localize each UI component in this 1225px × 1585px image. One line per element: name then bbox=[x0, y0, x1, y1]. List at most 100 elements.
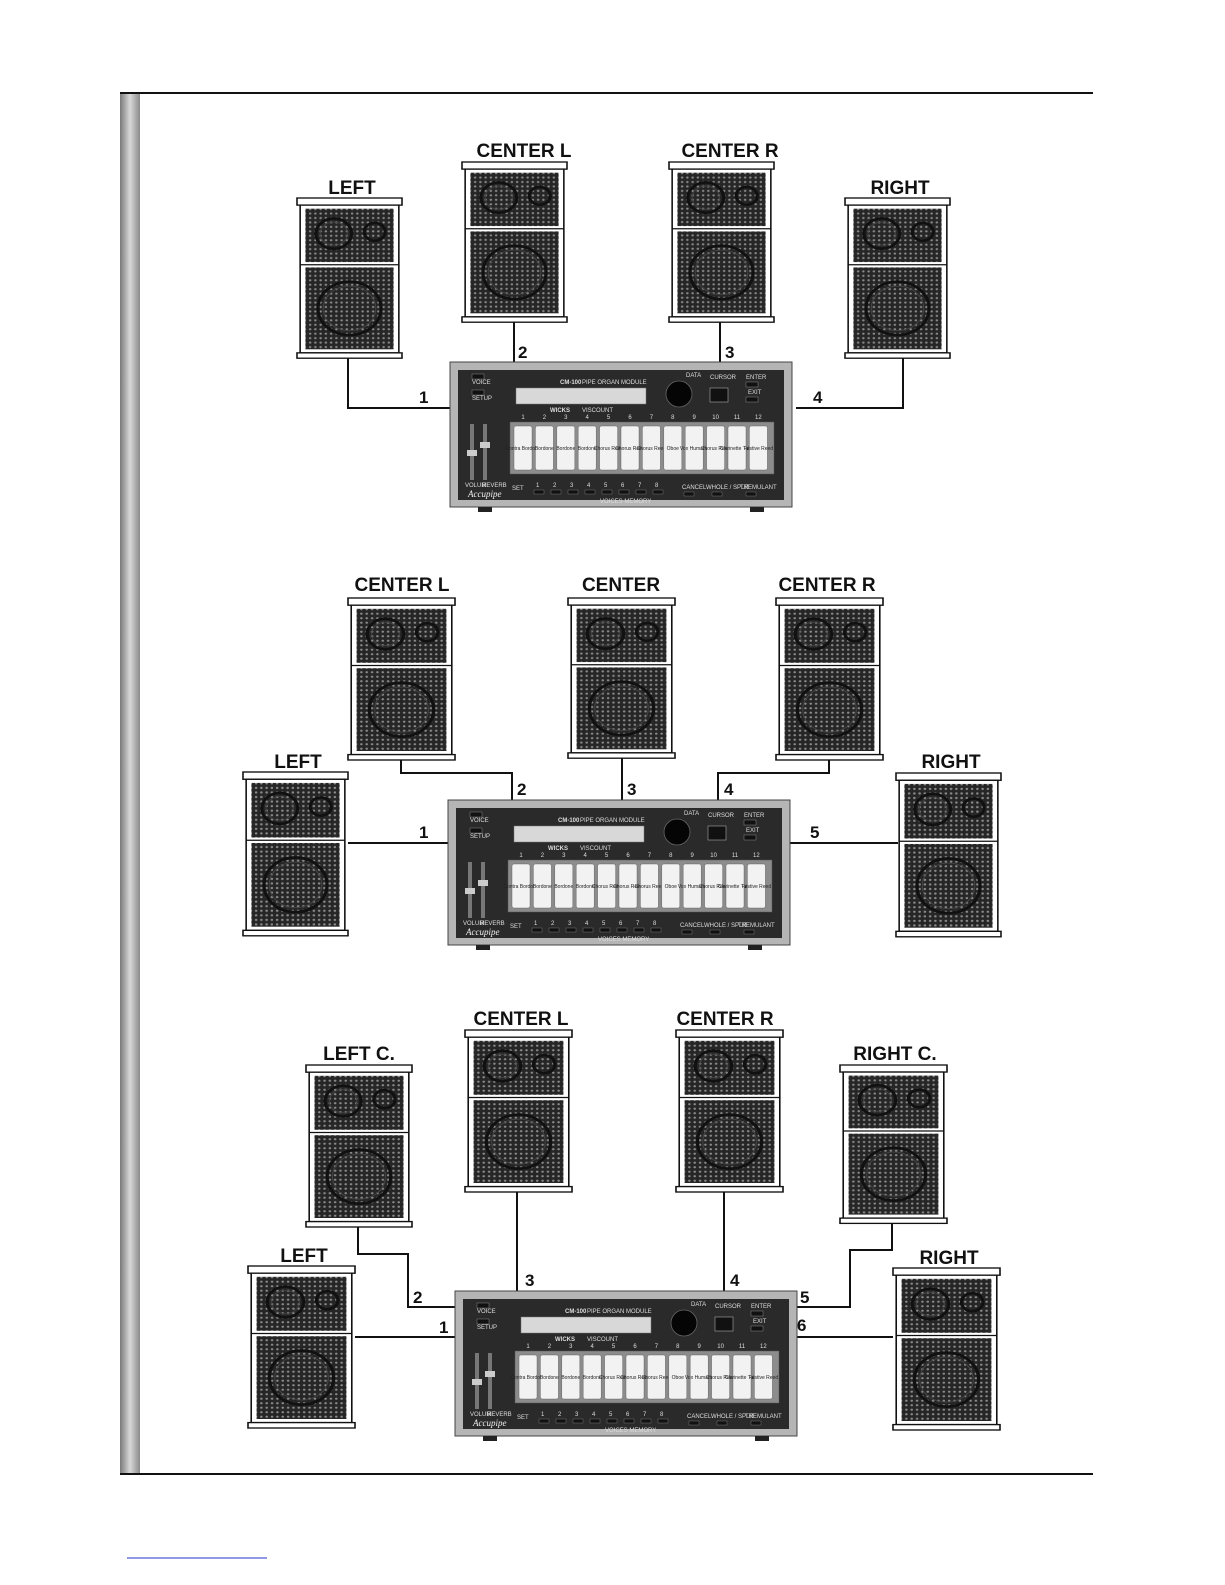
stop-tab-label: Clarinette Tuba bbox=[718, 884, 752, 890]
channel-number: 2 bbox=[518, 343, 527, 362]
whole-split-label: WHOLE / SPLIT bbox=[706, 485, 750, 491]
stop-tab bbox=[575, 863, 595, 909]
stop-tab bbox=[540, 1354, 559, 1400]
speaker-cabinet bbox=[566, 596, 677, 760]
reverb-knob bbox=[485, 1371, 495, 1377]
stop-tab-label: Bordone bbox=[535, 446, 554, 452]
memory-number: 4 bbox=[585, 921, 589, 927]
memory-number: 6 bbox=[626, 1412, 630, 1418]
stop-tab bbox=[625, 1354, 645, 1400]
memory-label: VOICES MEMORY bbox=[598, 937, 649, 943]
memory-button bbox=[650, 927, 662, 933]
stop-tab-label: Chorus Reed bbox=[599, 1375, 629, 1381]
speaker-cabinet bbox=[241, 770, 350, 938]
wire-1 bbox=[347, 358, 455, 409]
model-subtitle: PIPE ORGAN MODULE bbox=[580, 818, 645, 824]
memory-button bbox=[565, 927, 577, 933]
volume-label: VOLUME bbox=[470, 1412, 495, 1418]
voice-button bbox=[469, 811, 483, 818]
tab-number: 1 bbox=[526, 1344, 530, 1350]
stop-tab-label: Contra Bordone bbox=[510, 1375, 546, 1381]
memory-number: 6 bbox=[619, 921, 623, 927]
lcd-display bbox=[515, 387, 647, 405]
reverb-label: REVERB bbox=[480, 921, 505, 927]
memory-number: 4 bbox=[592, 1412, 596, 1418]
channel-number: 1 bbox=[439, 1318, 448, 1337]
model-label: CM-100 bbox=[558, 818, 580, 824]
memory-number: 2 bbox=[551, 921, 555, 927]
stop-tab-label: Vox Humana bbox=[685, 1375, 714, 1381]
speaker-cabinet bbox=[674, 1028, 785, 1194]
enter-label: ENTER bbox=[746, 375, 767, 381]
channel-number: 3 bbox=[525, 1271, 534, 1290]
stop-tab-label: Bordone bbox=[533, 884, 552, 890]
speaker-cabinet bbox=[838, 1063, 949, 1226]
exit-button bbox=[745, 396, 759, 403]
stop-tab-label: Bordone bbox=[576, 884, 595, 890]
wire-2 bbox=[357, 1222, 455, 1308]
speaker-cabinet bbox=[891, 1266, 1002, 1432]
reverb-knob bbox=[478, 880, 488, 886]
set-label: SET bbox=[517, 1415, 529, 1421]
voice-button bbox=[476, 1302, 490, 1309]
lcd-display bbox=[520, 1316, 652, 1334]
cursor-label: CURSOR bbox=[715, 1304, 742, 1310]
tab-number: 5 bbox=[605, 853, 609, 859]
stop-tab bbox=[535, 425, 554, 471]
tab-number: 6 bbox=[633, 1344, 637, 1350]
stop-tab-label: Chorus Reed bbox=[642, 1375, 672, 1381]
stop-tab-label: Oboe bbox=[667, 446, 679, 452]
channel-number: 4 bbox=[813, 388, 823, 407]
setup-label: SETUP bbox=[472, 396, 492, 402]
stop-tab-label: Chorus Reed bbox=[706, 1375, 736, 1381]
stop-tab bbox=[749, 425, 768, 471]
set-label: SET bbox=[510, 924, 522, 930]
setup-button bbox=[471, 389, 485, 396]
memory-number: 1 bbox=[534, 921, 538, 927]
reverb-knob bbox=[480, 442, 490, 448]
speaker-label: LEFT C. bbox=[323, 1044, 395, 1065]
brand-logo: Accupipe bbox=[465, 927, 499, 937]
memory-label: VOICES MEMORY bbox=[600, 499, 651, 505]
stop-tab bbox=[706, 425, 725, 471]
volume-label: VOLUME bbox=[465, 483, 490, 489]
memory-number: 1 bbox=[541, 1412, 545, 1418]
exit-button bbox=[743, 834, 757, 841]
tab-number: 3 bbox=[564, 415, 568, 421]
stop-tab-label: Vox Humana bbox=[680, 446, 709, 452]
channel-number: 1 bbox=[419, 388, 428, 407]
stop-tab bbox=[556, 425, 576, 471]
tab-number: 1 bbox=[521, 415, 525, 421]
stop-tab-label: Chorus Reed bbox=[637, 446, 667, 452]
channel-number: 3 bbox=[627, 780, 636, 799]
stop-tab-label: Vox Humana bbox=[678, 884, 707, 890]
tab-number: 2 bbox=[548, 1344, 552, 1350]
enter-button bbox=[743, 819, 757, 826]
cancel-label: CANCEL bbox=[687, 1414, 712, 1420]
stop-tab-label: Oboe bbox=[665, 884, 677, 890]
reverb-label: REVERB bbox=[487, 1412, 512, 1418]
memory-number: 5 bbox=[602, 921, 606, 927]
data-label: DATA bbox=[686, 373, 701, 379]
speaker-label: RIGHT bbox=[919, 1248, 979, 1269]
stop-tab-label: Contra Bordone bbox=[505, 446, 541, 452]
memory-button bbox=[606, 1418, 618, 1424]
maker-sub-label: VISCOUNT bbox=[587, 1337, 618, 1343]
module-foot bbox=[478, 507, 492, 512]
stop-tab bbox=[513, 425, 533, 471]
voice-label: VOICE bbox=[477, 1309, 496, 1315]
memory-number: 2 bbox=[558, 1412, 562, 1418]
tab-number: 8 bbox=[671, 415, 675, 421]
exit-label: EXIT bbox=[748, 390, 762, 396]
exit-label: EXIT bbox=[746, 828, 760, 834]
tab-number: 12 bbox=[760, 1344, 767, 1350]
channel-number: 2 bbox=[413, 1288, 422, 1307]
stop-tab bbox=[533, 863, 552, 909]
reverb-label: REVERB bbox=[482, 483, 507, 489]
diagram-3: LEFT LEFT C. CENTER L CENTER R RIGHT C. … bbox=[246, 1009, 1002, 1441]
memory-button bbox=[550, 489, 562, 495]
tab-number: 8 bbox=[676, 1344, 680, 1350]
channel-number: 1 bbox=[419, 823, 428, 842]
enter-label: ENTER bbox=[751, 1304, 772, 1310]
